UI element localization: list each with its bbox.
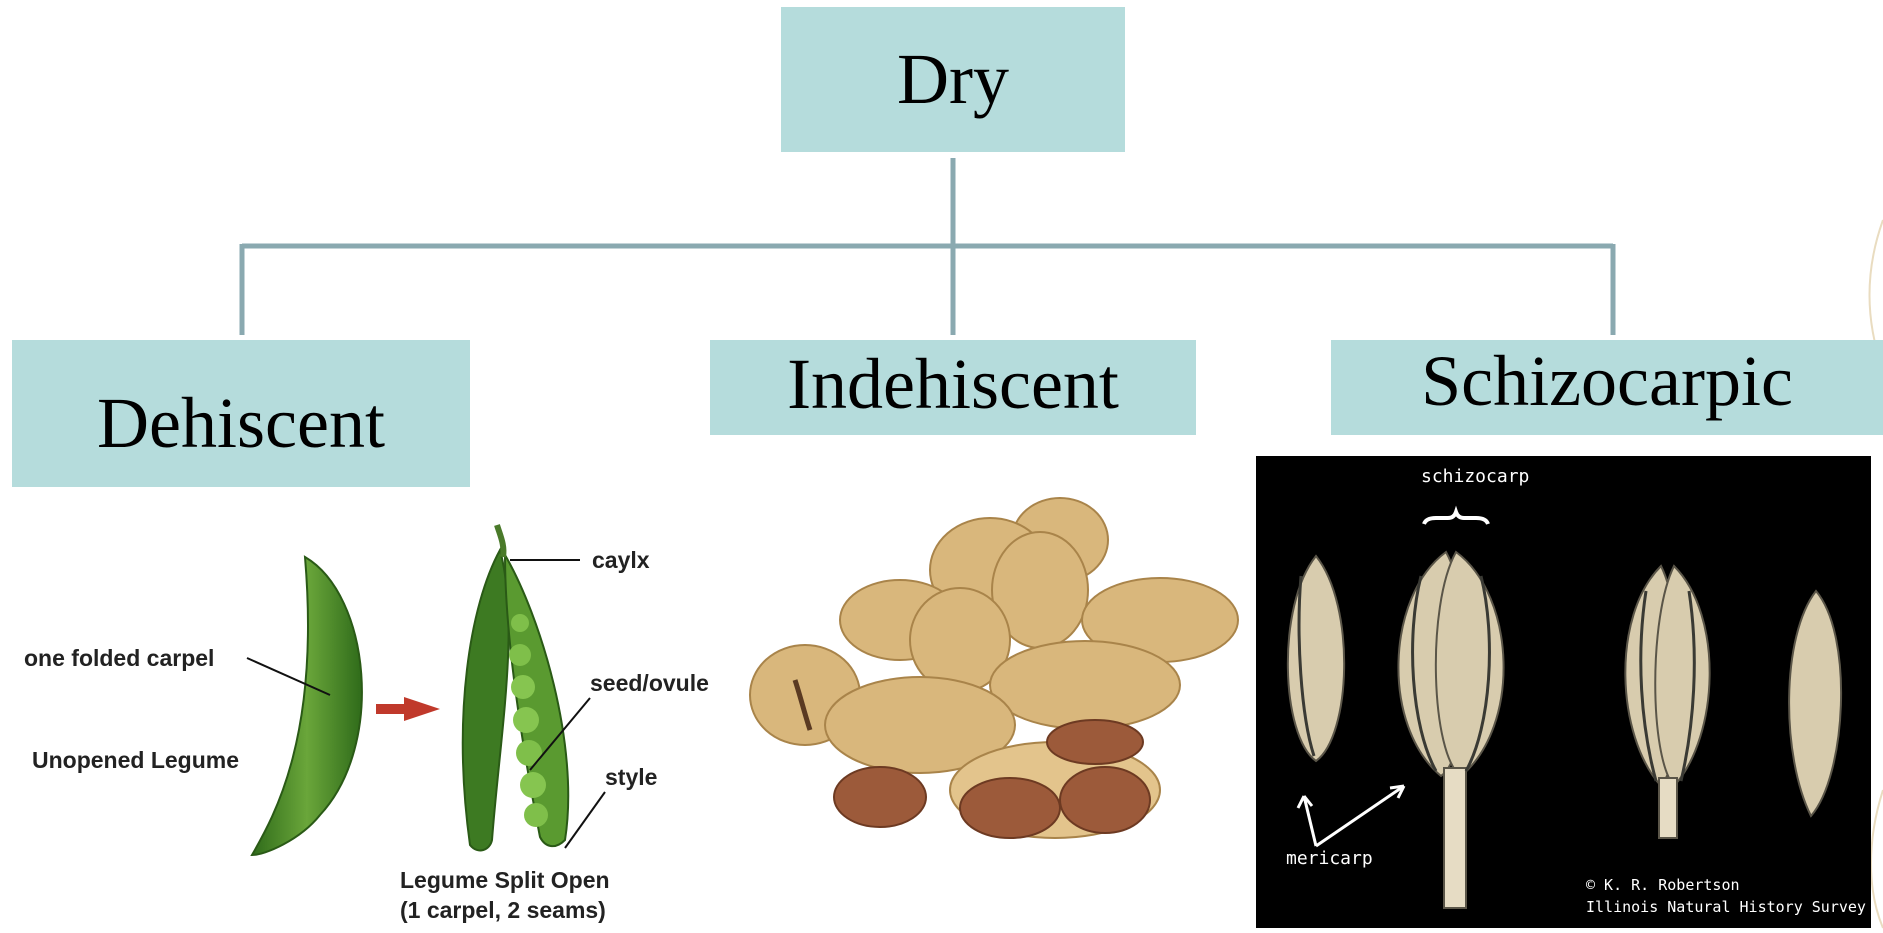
- arrow-right-icon: [376, 697, 440, 721]
- credit-institution: Illinois Natural History Survey: [1586, 898, 1866, 916]
- credit-author: © K. R. Robertson: [1586, 876, 1740, 894]
- node-indehiscent-label: Indehiscent: [787, 343, 1119, 426]
- node-dry: Dry: [781, 7, 1125, 152]
- caption-legume-split: Legume Split Open: [400, 867, 610, 893]
- label-schizocarp: schizocarp: [1421, 466, 1529, 487]
- node-dehiscent: Dehiscent: [12, 340, 470, 487]
- legume-figure: one folded carpel Unopened Legume caylx …: [0, 515, 740, 928]
- node-schizocarpic-label: Schizocarpic: [1421, 340, 1793, 423]
- label-style: style: [605, 764, 657, 790]
- open-pea-pod-icon: [463, 525, 568, 850]
- schizocarp-figure: schizocarp mericarp © K. R. Robertson Il…: [1256, 456, 1871, 928]
- pea-pod-icon: [252, 557, 362, 855]
- label-unopened-legume: Unopened Legume: [32, 747, 239, 773]
- node-schizocarpic: Schizocarpic: [1331, 340, 1883, 435]
- caption-carpel-seams: (1 carpel, 2 seams): [400, 897, 606, 923]
- label-calyx: caylx: [592, 547, 650, 573]
- peanut-figure: [740, 480, 1250, 870]
- node-dry-label: Dry: [897, 38, 1009, 121]
- label-one-folded-carpel: one folded carpel: [24, 645, 214, 671]
- label-seed-ovule: seed/ovule: [590, 670, 709, 696]
- label-mericarp: mericarp: [1286, 848, 1373, 869]
- node-dehiscent-label: Dehiscent: [97, 382, 385, 465]
- schizocarp-fruit-icon: schizocarp mericarp © K. R. Robertson Il…: [1256, 456, 1871, 928]
- node-indehiscent: Indehiscent: [710, 340, 1196, 435]
